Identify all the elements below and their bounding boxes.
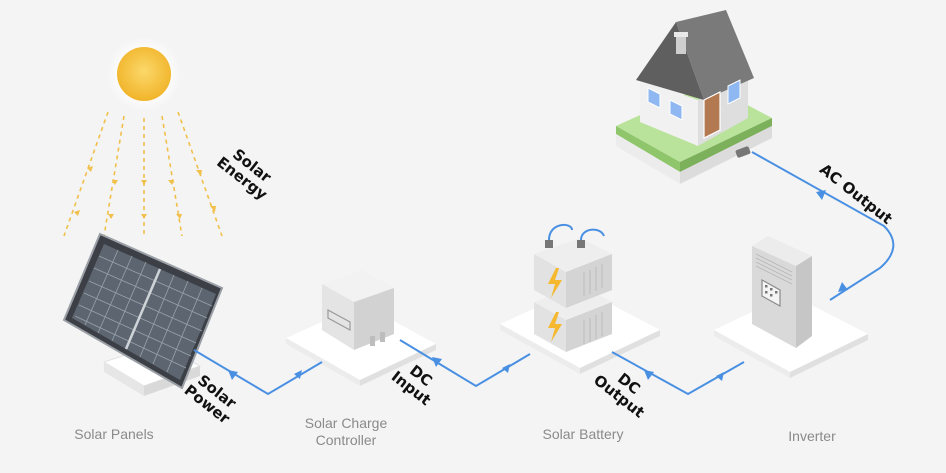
- caption-solar-panels: Solar Panels: [74, 426, 154, 442]
- charge-controller-icon: [322, 270, 394, 350]
- wire-arrows: [228, 190, 848, 381]
- solar-panel-icon: [62, 232, 224, 396]
- house-icon: [616, 10, 772, 184]
- caption-inverter: Inverter: [788, 428, 836, 444]
- lightning-bolt-icon: [548, 312, 562, 342]
- battery-icon: [534, 223, 612, 352]
- sun-rays: [63, 111, 223, 237]
- lightning-bolt-icon: [548, 268, 562, 298]
- sun-icon: [106, 36, 182, 112]
- caption-charge-controller: Solar Charge Controller: [304, 415, 388, 448]
- inverter-icon: [752, 236, 812, 348]
- power-wires: [193, 151, 895, 396]
- caption-solar-battery: Solar Battery: [542, 426, 624, 442]
